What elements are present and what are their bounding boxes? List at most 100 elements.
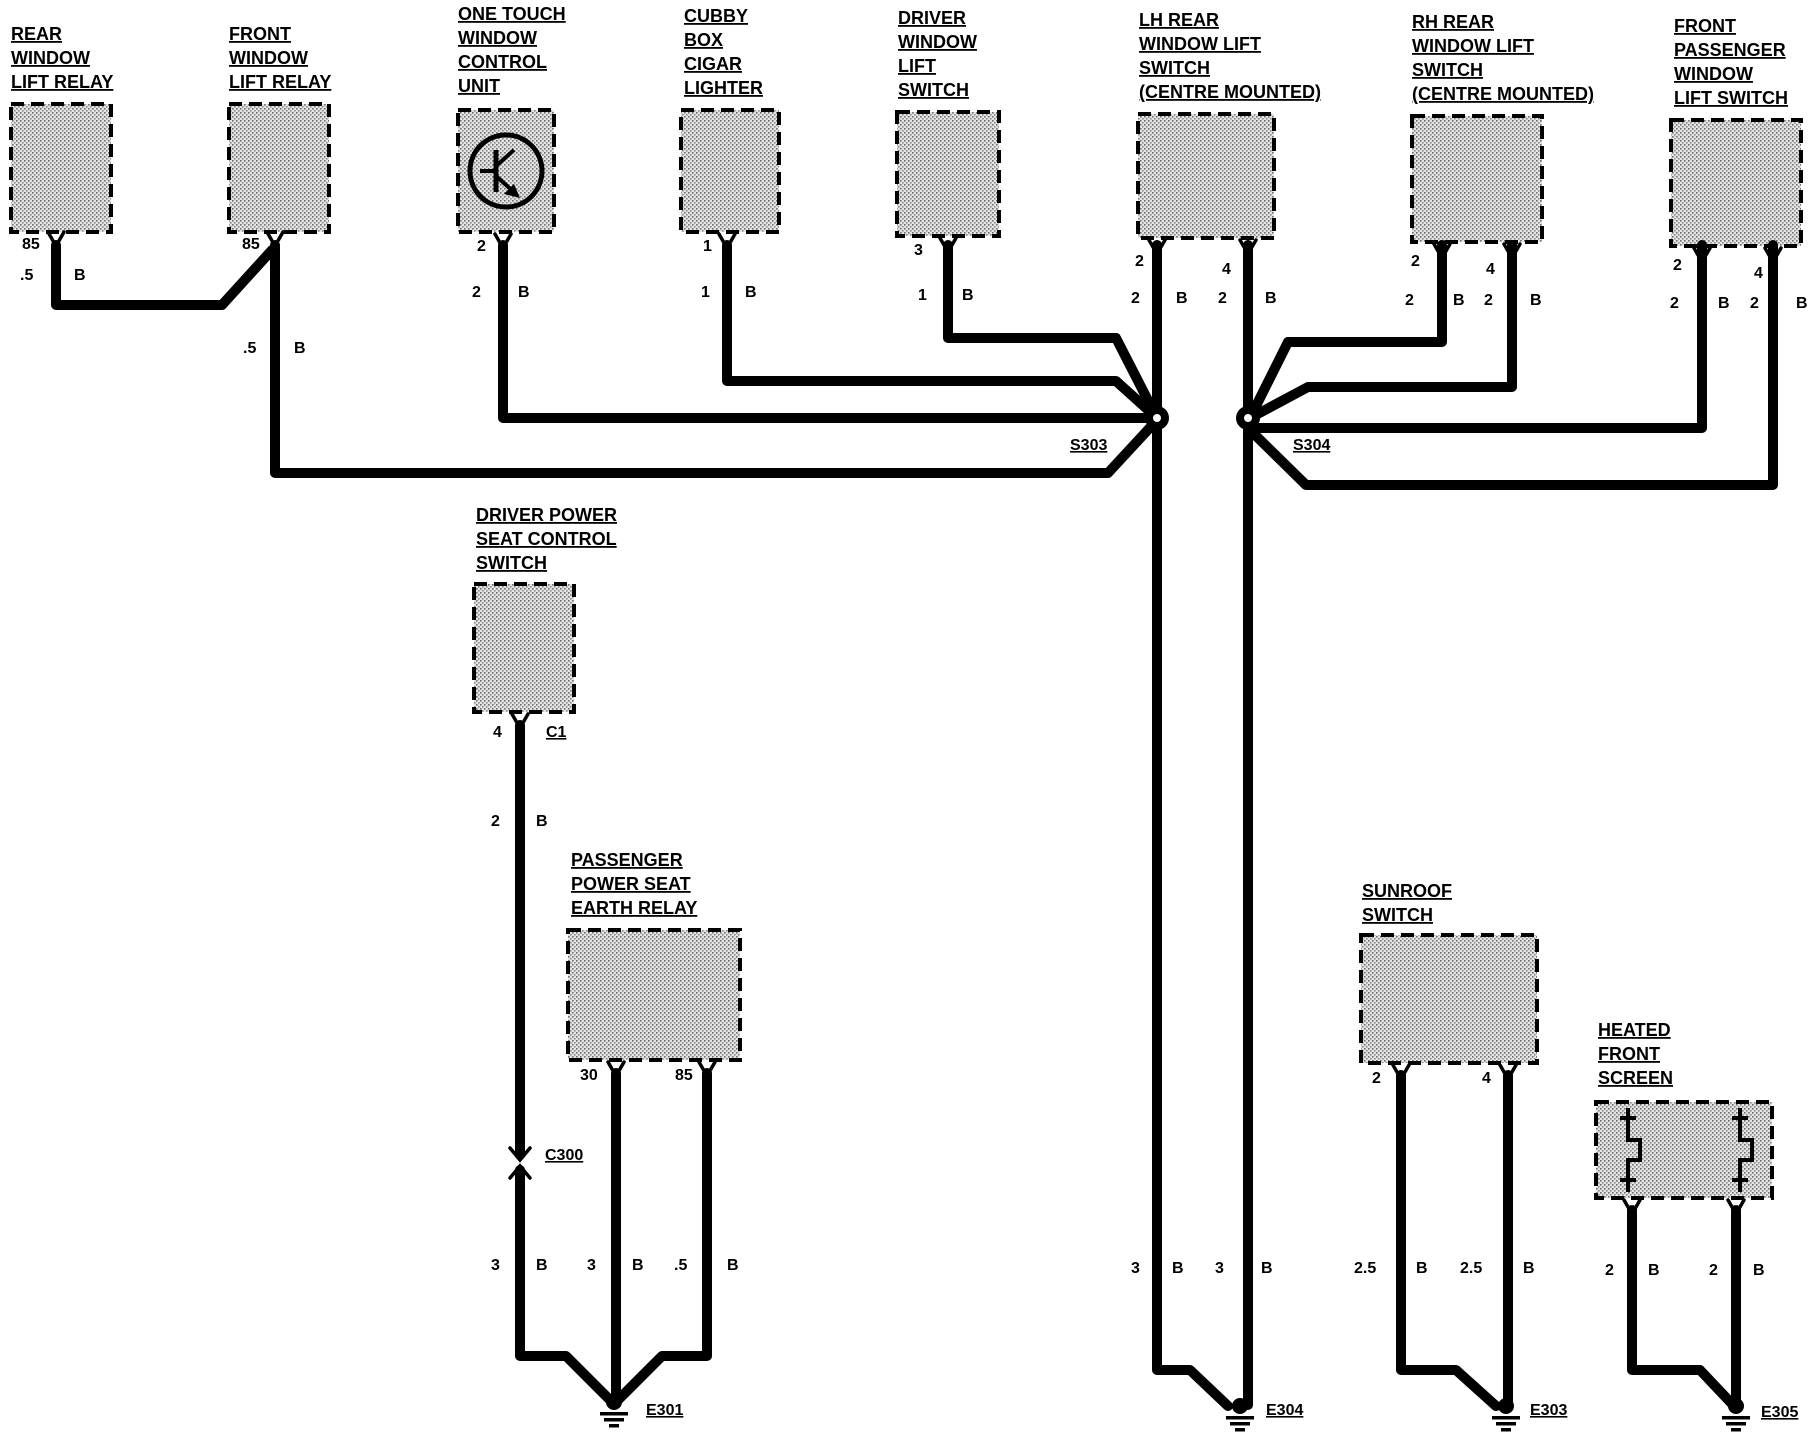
svg-text:4: 4 — [1486, 261, 1495, 278]
svg-text:B: B — [518, 284, 530, 301]
svg-text:B: B — [745, 284, 757, 301]
svg-text:E303: E303 — [1530, 1402, 1567, 1419]
svg-text:2: 2 — [477, 238, 486, 255]
svg-text:(CENTRE MOUNTED): (CENTRE MOUNTED) — [1412, 84, 1594, 104]
wire-front-passenger-pin2 — [1245, 240, 1707, 433]
svg-text:.5: .5 — [243, 340, 256, 357]
ground-icon — [600, 1394, 1750, 1432]
wire-labels: .5 B .5 B 2 B 1 B 1 B 2 B 2 B 2 B 2 B 2 … — [20, 267, 1808, 1279]
svg-text:FRONT: FRONT — [1674, 16, 1736, 36]
svg-text:2: 2 — [1411, 253, 1420, 270]
svg-text:2: 2 — [1605, 1262, 1614, 1279]
lh-rear-switch-box — [1136, 112, 1276, 240]
svg-text:LIGHTER: LIGHTER — [684, 78, 763, 98]
label-one-touch-window-control-unit: ONE TOUCH WINDOW CONTROL UNIT — [458, 4, 566, 96]
svg-text:CUBBY: CUBBY — [684, 6, 748, 26]
svg-text:3: 3 — [491, 1257, 500, 1274]
svg-text:85: 85 — [242, 236, 260, 253]
svg-text:E305: E305 — [1761, 1404, 1798, 1421]
connector-icon — [46, 230, 1783, 1218]
label-cubby-box-cigar-lighter: CUBBY BOX CIGAR LIGHTER — [684, 6, 763, 98]
svg-text:B: B — [1416, 1260, 1428, 1277]
svg-text:UNIT: UNIT — [458, 76, 500, 96]
svg-text:2: 2 — [1372, 1070, 1381, 1087]
svg-text:(CENTRE MOUNTED): (CENTRE MOUNTED) — [1139, 82, 1321, 102]
svg-text:B: B — [1718, 295, 1730, 312]
svg-text:85: 85 — [675, 1067, 693, 1084]
wire-cigar-lighter — [722, 240, 1162, 423]
svg-text:B: B — [1265, 290, 1277, 307]
label-rh-rear-window-lift-switch: RH REAR WINDOW LIFT SWITCH (CENTRE MOUNT… — [1412, 12, 1594, 104]
wire-heated-a — [1627, 1205, 1739, 1411]
driver-switch-box — [895, 110, 1001, 238]
svg-text:PASSENGER: PASSENGER — [571, 850, 683, 870]
svg-text:B: B — [536, 1257, 548, 1274]
svg-text:B: B — [1176, 290, 1188, 307]
svg-text:CIGAR: CIGAR — [684, 54, 742, 74]
wire-sunroof-pin2 — [1396, 1070, 1501, 1411]
svg-text:REAR: REAR — [11, 24, 62, 44]
svg-text:B: B — [962, 287, 974, 304]
svg-text:2: 2 — [1405, 292, 1414, 309]
svg-text:3: 3 — [1215, 1260, 1224, 1277]
svg-text:85: 85 — [22, 236, 40, 253]
svg-text:WINDOW: WINDOW — [229, 48, 308, 68]
svg-text:SWITCH: SWITCH — [476, 553, 547, 573]
label-lh-rear-window-lift-switch: LH REAR WINDOW LIFT SWITCH (CENTRE MOUNT… — [1139, 10, 1321, 102]
pin-numbers: 85 85 2 1 3 2 4 2 4 2 4 4 30 85 2 4 — [22, 236, 1763, 1087]
driver-seat-switch-box — [472, 582, 576, 714]
svg-text:B: B — [1753, 1262, 1765, 1279]
svg-text:LIFT: LIFT — [898, 56, 936, 76]
wire-front-passenger-pin4 — [1245, 240, 1778, 490]
svg-text:2: 2 — [1135, 253, 1144, 270]
label-driver-power-seat-control-switch: DRIVER POWER SEAT CONTROL SWITCH — [476, 505, 617, 573]
svg-text:.5: .5 — [674, 1257, 687, 1274]
svg-text:DRIVER: DRIVER — [898, 8, 966, 28]
svg-text:LIFT RELAY: LIFT RELAY — [11, 72, 113, 92]
svg-text:.5: .5 — [20, 267, 33, 284]
rh-rear-switch-box — [1410, 114, 1544, 244]
svg-text:B: B — [632, 1257, 644, 1274]
svg-text:C300: C300 — [545, 1147, 583, 1164]
svg-text:S303: S303 — [1070, 437, 1107, 454]
svg-text:2: 2 — [472, 284, 481, 301]
reference-labels: S303 S304 C1 C300 E301 E304 E303 E305 — [545, 437, 1798, 1421]
svg-text:1: 1 — [703, 238, 712, 255]
svg-text:B: B — [727, 1257, 739, 1274]
svg-text:3: 3 — [914, 242, 923, 259]
front-relay-box — [227, 102, 331, 234]
svg-text:1: 1 — [918, 287, 927, 304]
svg-text:WINDOW: WINDOW — [1674, 64, 1753, 84]
svg-text:CONTROL: CONTROL — [458, 52, 547, 72]
svg-text:2: 2 — [1750, 295, 1759, 312]
heater-element-icon — [1620, 1108, 1754, 1192]
svg-text:SWITCH: SWITCH — [898, 80, 969, 100]
cigar-lighter-box — [679, 108, 781, 234]
svg-text:SWITCH: SWITCH — [1412, 60, 1483, 80]
svg-text:ONE TOUCH: ONE TOUCH — [458, 4, 566, 24]
svg-text:B: B — [1523, 1260, 1535, 1277]
wire-rh-rear-pin4 — [1245, 240, 1517, 423]
svg-text:3: 3 — [587, 1257, 596, 1274]
svg-text:B: B — [1530, 292, 1542, 309]
wire-one-touch — [498, 240, 1162, 423]
wire-driver-seat — [515, 720, 615, 1405]
svg-text:SUNROOF: SUNROOF — [1362, 881, 1452, 901]
svg-text:WINDOW LIFT: WINDOW LIFT — [1412, 36, 1534, 56]
splice-icon — [1145, 406, 1260, 430]
svg-text:SEAT CONTROL: SEAT CONTROL — [476, 529, 617, 549]
svg-text:4: 4 — [1482, 1070, 1491, 1087]
svg-text:B: B — [1453, 292, 1465, 309]
svg-text:B: B — [294, 340, 306, 357]
svg-text:4: 4 — [1222, 261, 1231, 278]
wire-front-relay — [270, 240, 1162, 478]
svg-text:WINDOW: WINDOW — [458, 28, 537, 48]
one-touch-box — [456, 108, 556, 234]
svg-text:HEATED: HEATED — [1598, 1020, 1671, 1040]
svg-text:SWITCH: SWITCH — [1139, 58, 1210, 78]
sunroof-switch-box — [1359, 933, 1539, 1065]
label-rear-window-lift-relay: REAR WINDOW LIFT RELAY — [11, 24, 113, 92]
svg-text:WINDOW: WINDOW — [898, 32, 977, 52]
wire-driver-switch — [943, 240, 1162, 423]
